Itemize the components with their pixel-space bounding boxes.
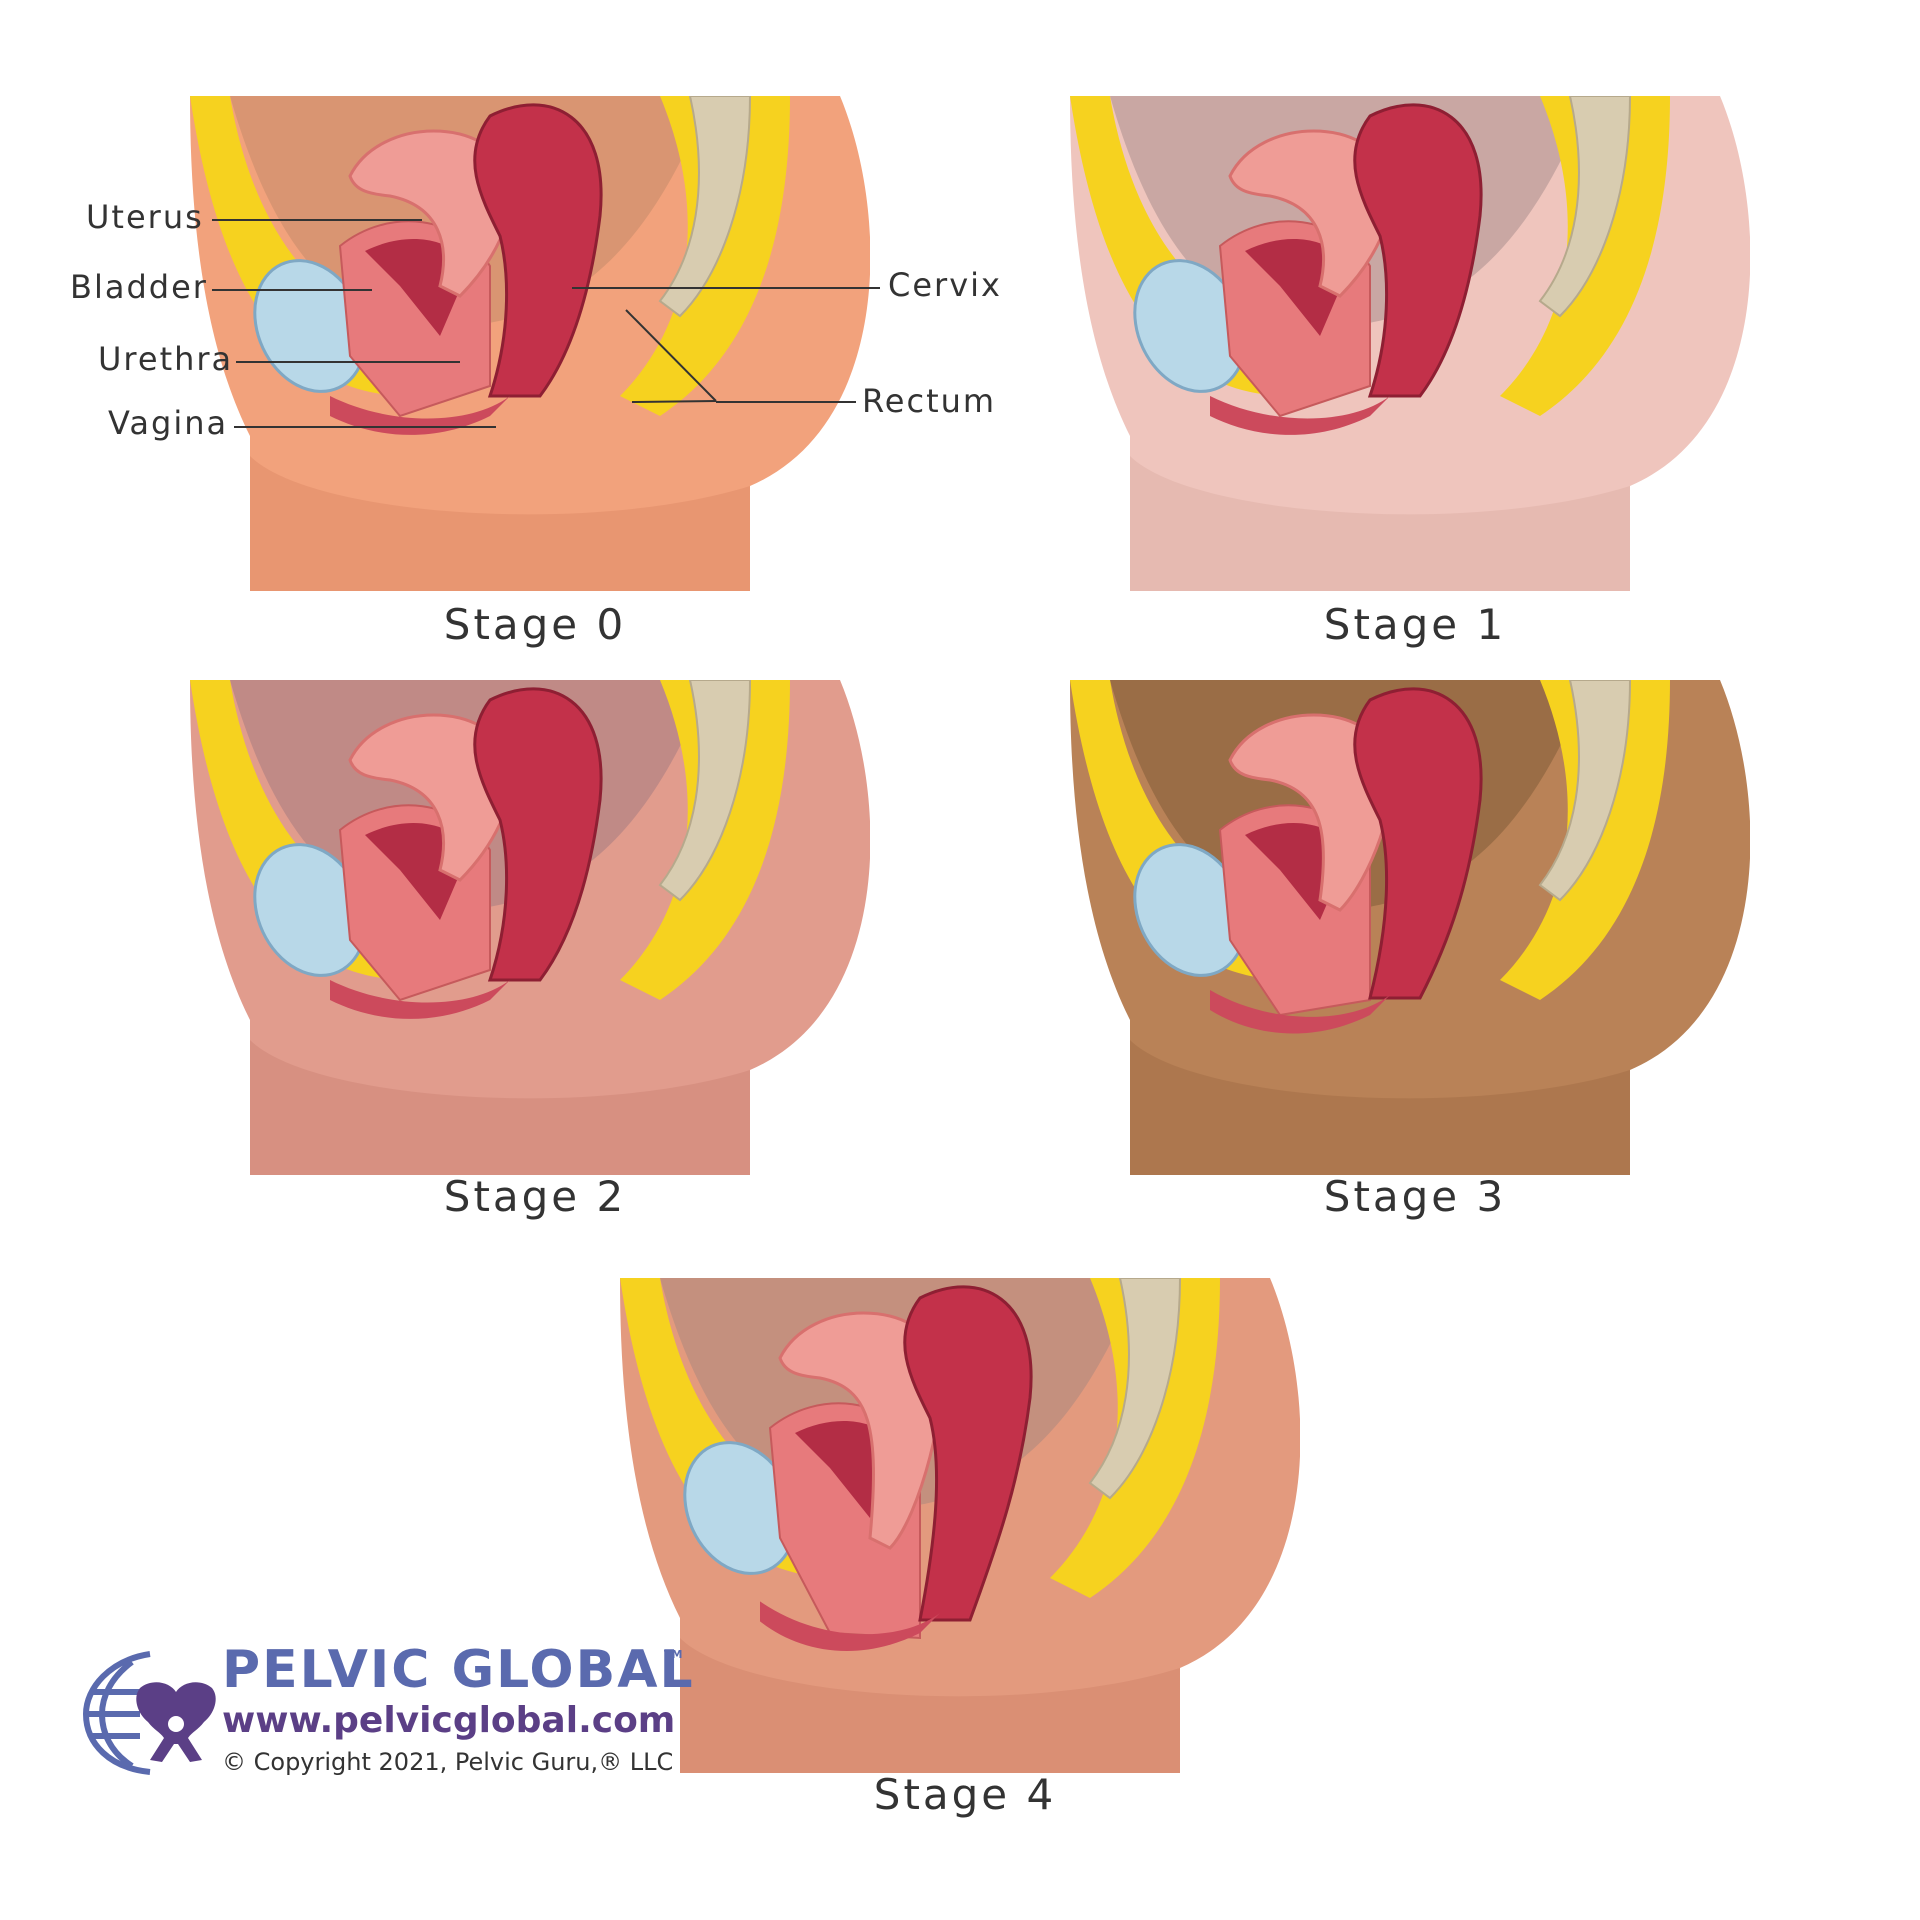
stage-1-panel [1070, 96, 1750, 591]
rectum-shape [1353, 103, 1483, 398]
urethra-label: Urethra [98, 340, 234, 378]
logo-copyright: © Copyright 2021, Pelvic Guru,® LLC [222, 1748, 674, 1776]
rectum-shape [903, 1285, 1033, 1622]
cervix-label: Cervix [888, 266, 1002, 304]
sacrum-bone [658, 680, 752, 902]
logo-brand-name: PELVIC GLOBAL [222, 1640, 695, 1700]
vagina-leader [234, 426, 496, 428]
thigh-shading [250, 456, 750, 591]
stage-3-caption: Stage 3 [1323, 1172, 1507, 1221]
sacrum-bone [1538, 680, 1632, 902]
rectum-shape [1353, 687, 1483, 1000]
pelvic-anatomy-illustration [620, 1278, 1300, 1773]
stage-4-panel [620, 1278, 1300, 1773]
perineum-tissue [330, 980, 510, 1019]
rectum-shape [473, 103, 603, 398]
stage-4-caption: Stage 4 [873, 1770, 1057, 1819]
perineum-tissue [330, 396, 510, 435]
globe-pelvis-icon [82, 1651, 216, 1775]
uterus-leader [212, 219, 422, 221]
stage-2-caption: Stage 2 [443, 1172, 627, 1221]
rectum-shape [473, 687, 603, 982]
thigh-shading [250, 1040, 750, 1175]
uterus-label: Uterus [86, 198, 204, 236]
pelvic-anatomy-illustration [1070, 680, 1750, 1175]
rectum-label: Rectum [862, 382, 997, 420]
uterus-shape [1228, 713, 1394, 912]
urethra-leader [236, 361, 460, 363]
bladder-leader [212, 289, 372, 291]
uterus-shape [1228, 129, 1394, 298]
sacrum-bone [1538, 96, 1632, 318]
stage-0-panel [190, 96, 870, 591]
logo-url: www.pelvicglobal.com [222, 1700, 676, 1741]
thigh-shading [1130, 456, 1630, 591]
cervix-leader [572, 287, 880, 289]
sacrum-bone [1088, 1278, 1182, 1500]
perineum-tissue [1210, 990, 1390, 1034]
stage-3-panel [1070, 680, 1750, 1175]
thigh-shading [1130, 1040, 1630, 1175]
logo-trademark: TM [664, 1648, 683, 1661]
thigh-shading [680, 1638, 1180, 1773]
pelvic-anatomy-illustration [190, 680, 870, 1175]
bladder-label: Bladder [70, 268, 208, 306]
stage-0-caption: Stage 0 [443, 600, 627, 649]
pelvic-anatomy-illustration [190, 96, 870, 591]
uterus-shape [348, 713, 514, 882]
stage-2-panel [190, 680, 870, 1175]
uterus-shape [778, 1311, 944, 1550]
stage-1-caption: Stage 1 [1323, 600, 1507, 649]
vagina-label: Vagina [108, 404, 229, 442]
pelvic-anatomy-illustration [1070, 96, 1750, 591]
rectum-leader [716, 401, 856, 403]
uterus-shape [348, 129, 514, 298]
perineum-tissue [760, 1601, 940, 1651]
perineum-tissue [1210, 396, 1390, 435]
